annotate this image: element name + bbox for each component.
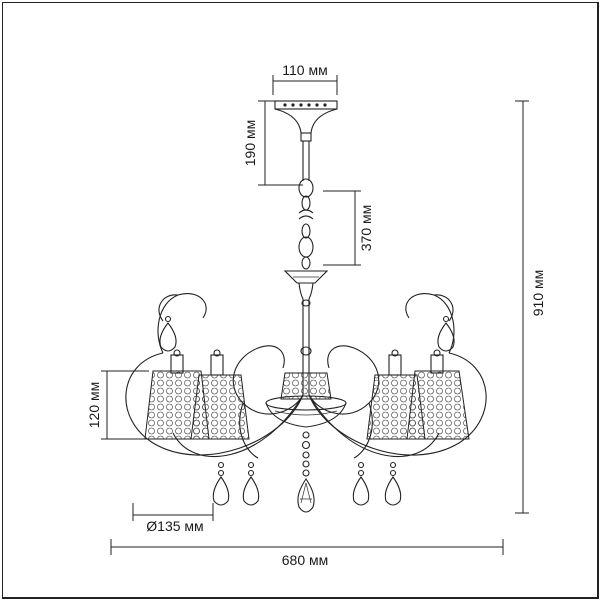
dimension-total-height: 910 мм (515, 100, 546, 514)
dimension-shade-height: 120 мм (86, 370, 149, 440)
crystal-upper-left (159, 315, 177, 352)
dimension-total-width: 680 мм (110, 539, 504, 568)
ceiling-canopy (274, 100, 338, 142)
chandelier-diagram: 110 мм 190 мм 370 мм 910 мм 120 мм Ø135 … (86, 62, 546, 568)
label-shade-height: 120 мм (86, 382, 102, 429)
central-column (283, 270, 329, 395)
label-canopy-height: 190 мм (242, 120, 258, 167)
candle-sockets (170, 349, 444, 376)
suspension-chain (298, 141, 314, 270)
central-bowl (265, 395, 347, 428)
lamp-shades (144, 370, 470, 440)
crystal-upper-right (437, 315, 455, 352)
crystal-lower-2 (242, 461, 260, 506)
arms-left (125, 293, 304, 459)
label-total-height: 910 мм (530, 270, 546, 317)
central-crystal-drop (297, 431, 315, 513)
crystal-lower-4 (384, 461, 402, 506)
label-total-width: 680 мм (282, 552, 329, 568)
label-chain-length: 370 мм (358, 205, 374, 252)
crystal-lower-3 (352, 461, 370, 506)
dimension-chain-length: 370 мм (323, 190, 374, 266)
hanging-crystals (159, 315, 455, 506)
label-canopy-width: 110 мм (282, 62, 327, 78)
dimension-shade-diameter: Ø135 мм (132, 503, 214, 534)
dimension-canopy-height: 190 мм (242, 100, 303, 186)
dimension-canopy-width: 110 мм (272, 62, 338, 95)
crystal-lower-1 (212, 461, 230, 506)
label-shade-diameter: Ø135 мм (146, 518, 203, 534)
